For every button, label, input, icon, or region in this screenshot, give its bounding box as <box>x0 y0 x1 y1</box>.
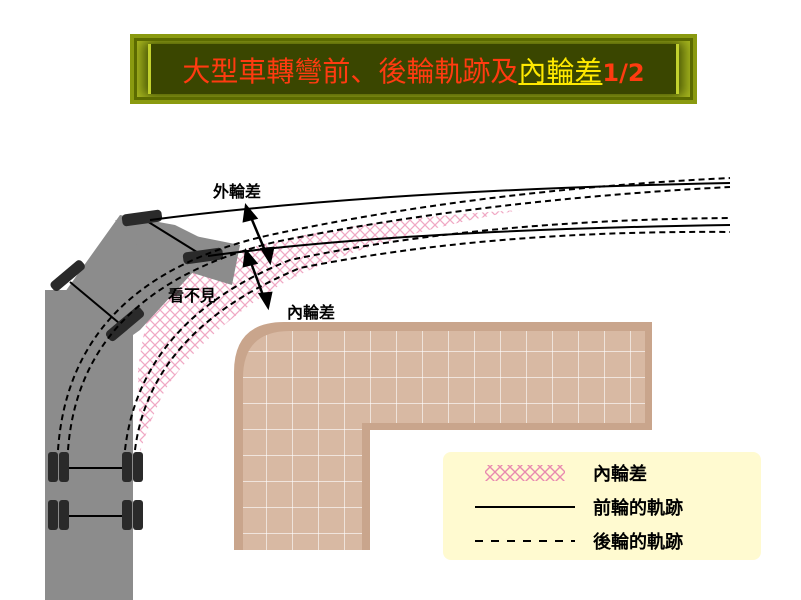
rear-tracks <box>57 177 731 451</box>
outer-diff-arrow <box>242 203 275 266</box>
dashed-line-icon <box>475 540 575 542</box>
legend-label-inner-diff: 內輪差 <box>593 464 647 485</box>
legend-item-inner-diff: 內輪差 <box>443 458 761 488</box>
crosshatch-swatch-icon <box>485 465 565 481</box>
outer-diff-label: 外輪差 <box>212 182 261 201</box>
legend-item-rear-track: 後輪的軌跡 <box>443 526 761 556</box>
legend-item-front-track: 前輪的軌跡 <box>443 492 761 522</box>
turning-diagram: 外輪差 看不見 內輪差 <box>45 177 731 600</box>
legend-label-rear-track: 後輪的軌跡 <box>593 532 683 553</box>
tires <box>48 209 224 530</box>
solid-line-icon <box>475 506 575 508</box>
inner-diff-label: 內輪差 <box>287 303 335 322</box>
title-banner-inner <box>148 44 679 94</box>
blind-spot-label: 看不見 <box>167 286 216 305</box>
page-title: 大型車轉彎前、後輪軌跡及內輪差1/2 <box>134 50 693 90</box>
legend-label-front-track: 前輪的軌跡 <box>593 498 683 519</box>
inner-diff-arrow <box>242 248 273 311</box>
title-main: 大型車轉彎前、後輪軌跡及 <box>182 55 519 88</box>
legend: 內輪差 前輪的軌跡 後輪的軌跡 <box>443 452 761 560</box>
front-track-outer <box>149 182 731 221</box>
title-banner: 大型車轉彎前、後輪軌跡及內輪差1/2 <box>130 34 697 104</box>
truck <box>45 215 240 600</box>
title-page: 1/2 <box>602 59 645 87</box>
title-underlined: 內輪差 <box>518 55 603 88</box>
